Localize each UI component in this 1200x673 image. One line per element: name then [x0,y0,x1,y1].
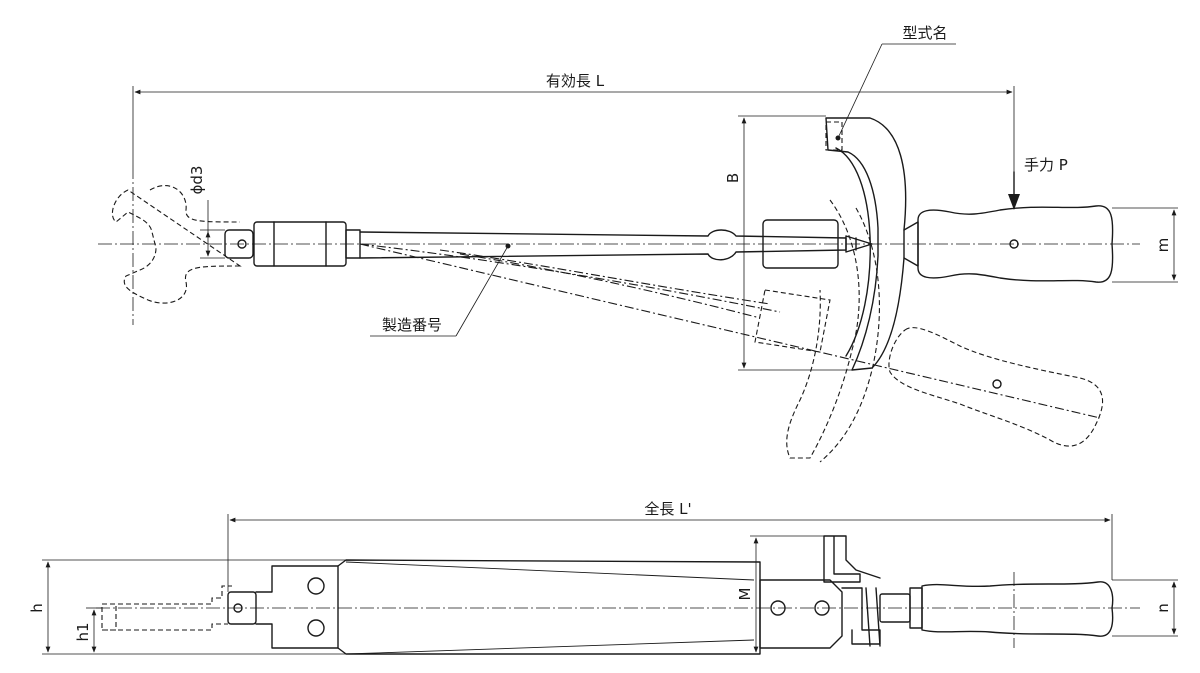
side-hub [759,579,843,649]
handle-center-mark [1009,239,1019,249]
B-label: B [724,173,742,183]
side-view: 全長 L' M h h1 n [28,500,1178,655]
side-hole-upper [307,577,325,595]
model-name-plate [825,121,843,151]
effective-length-label: 有効長 L [546,72,605,90]
hand-force-label: 手力 P [1024,156,1068,174]
m-label: m [1154,238,1172,253]
top-view: 有効長 L B m ϕd3 型式名 製造番号 手力 P [98,24,1178,463]
serial-number-leader [455,245,509,337]
hand-force-arrowhead [1008,194,1020,210]
handle-ghost [888,327,1104,447]
scale-plate-inner [835,147,871,357]
pointer-tip [845,235,873,253]
handle-grip [917,205,1114,283]
pointer-hub [762,219,839,269]
side-hub-hole-1 [770,600,786,616]
deflected-axis [359,243,1101,419]
model-name-leader [837,43,883,139]
drive-head-pin [237,239,247,249]
n-label: n [1154,603,1172,613]
side-drive-pin [233,603,243,613]
scale-plate-ghost-outer [819,207,880,463]
handle-ghost-mark [992,379,1002,389]
socket-tip [101,603,117,631]
side-shaft-line-top [345,561,755,581]
deflected-shaft-1 [359,243,781,313]
M-label: M [736,588,754,601]
side-main-block [255,565,339,649]
side-scale-plate [823,535,881,583]
scale-plate-ghost [786,199,860,459]
side-drive-head [227,591,257,625]
side-hub-hole-2 [814,600,830,616]
model-name-label: 型式名 [902,24,947,42]
deflected-shaft-3 [459,253,761,319]
spanner-head-outline [111,185,242,304]
total-length-label: 全長 L' [644,500,691,518]
h1-label: h1 [74,622,92,641]
side-tapered-shaft [337,559,761,655]
d3-label: ϕd3 [188,166,206,195]
side-pointer-clip [865,587,881,647]
hub-ghost [754,289,831,353]
side-hole-lower [307,619,325,637]
main-shaft [359,229,847,261]
deflected-shaft-2 [439,249,771,305]
serial-number-label: 製造番号 [382,316,442,334]
h-label: h [28,603,46,613]
drive-head [224,229,254,259]
side-handle-grip [921,581,1114,637]
side-pointer-bracket [841,587,881,645]
side-shaft-line-bottom [345,639,755,655]
socket-extension [102,585,232,631]
